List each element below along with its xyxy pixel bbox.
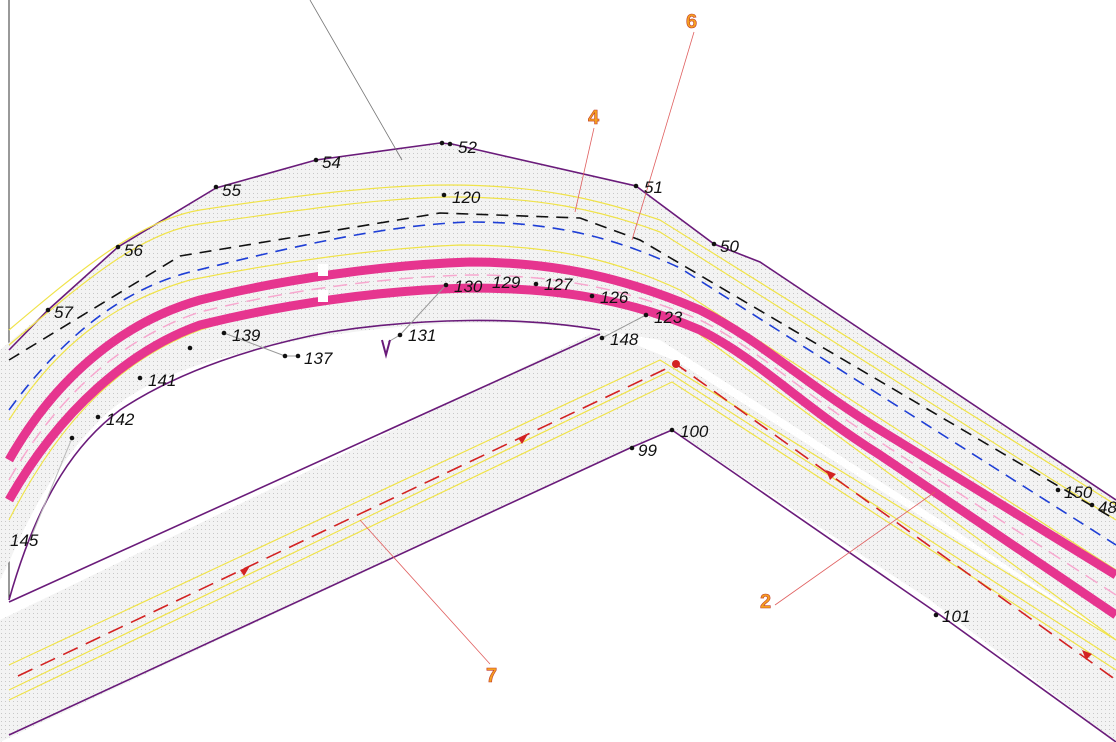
point-marker-150 (1055, 487, 1061, 493)
yellow-edge-line-2 (8, 196, 1116, 521)
point-marker-56 (115, 244, 121, 250)
lower-road-area (0, 330, 1116, 742)
callout-6: 6 (686, 11, 697, 33)
leader-line-6 (631, 31, 695, 241)
red-arrow-4 (1082, 650, 1092, 660)
point-marker-100 (669, 427, 675, 433)
point-marker-142b (69, 435, 75, 441)
label-126: 126 (600, 288, 629, 307)
lower-yellow-line-2 (8, 371, 1116, 691)
magenta-center-dash (8, 274, 1116, 596)
blue-dashed-line (8, 221, 1116, 546)
point-marker-148 (599, 335, 605, 341)
point-marker-137b (282, 353, 288, 359)
red-arrow-2 (518, 434, 528, 444)
gray-line-148-123 (601, 314, 647, 339)
label-50: 50 (720, 237, 739, 256)
label-150: 150 (1064, 483, 1093, 502)
point-marker-50 (711, 241, 717, 247)
label-52: 52 (458, 138, 477, 157)
white-mark-1 (318, 264, 328, 276)
point-marker-123 (643, 312, 649, 318)
label-139: 139 (232, 326, 261, 345)
point-marker-139 (221, 330, 227, 336)
lower-road-top-boundary (8, 333, 601, 603)
label-148: 148 (610, 330, 639, 349)
lower-yellow-line-1 (8, 359, 1116, 666)
label-145: 145 (10, 531, 39, 550)
point-marker-57 (45, 307, 51, 313)
point-marker-101 (933, 612, 939, 618)
leader-line-2 (774, 491, 936, 606)
label-120: 120 (452, 188, 481, 207)
magenta-band-upper (5, 257, 1116, 579)
survey-points (45, 140, 1095, 618)
red-vertex-marker (672, 360, 680, 368)
label-55: 55 (222, 181, 241, 200)
label-99: 99 (638, 441, 657, 460)
point-marker-54 (313, 157, 319, 163)
point-marker-51 (633, 183, 639, 189)
leader-line-4 (574, 127, 595, 213)
point-marker-130 (443, 282, 449, 288)
point-marker-141 (137, 375, 143, 381)
purple-mark-131 (381, 339, 391, 359)
label-101: 101 (942, 607, 970, 626)
label-141: 141 (148, 371, 176, 390)
point-marker-191 (187, 345, 193, 351)
label-100: 100 (680, 422, 709, 441)
label-51: 51 (644, 178, 663, 197)
point-marker-131 (397, 332, 403, 338)
label-142: 142 (106, 410, 135, 429)
callout-7: 7 (486, 665, 497, 687)
label-130: 130 (454, 277, 483, 296)
label-123: 123 (654, 308, 683, 327)
red-arrow-3 (826, 470, 836, 480)
label-54: 54 (322, 153, 341, 172)
point-marker-126 (589, 293, 595, 299)
label-56: 56 (124, 241, 143, 260)
gray-line-142-145 (29, 437, 73, 541)
gray-leader-top (309, 0, 403, 161)
curved-road-area (0, 143, 1116, 640)
point-marker-55 (213, 184, 219, 190)
red-arrow-1 (240, 566, 250, 576)
point-marker-137 (295, 353, 301, 359)
label-131: 131 (408, 326, 436, 345)
point-marker-52b (439, 140, 445, 146)
label-57: 57 (54, 303, 73, 322)
callout-4: 4 (588, 107, 600, 129)
inner-boundary-curve (8, 319, 601, 601)
label-137: 137 (304, 349, 333, 368)
label-127: 127 (544, 275, 573, 294)
magenta-band-lower (5, 283, 1116, 619)
point-marker-48 (1089, 502, 1095, 508)
point-marker-127 (533, 281, 539, 287)
label-48: 48 (1098, 498, 1116, 517)
label-129: 129 (492, 273, 521, 292)
leader-line-7 (359, 519, 491, 665)
white-mark-2 (318, 290, 328, 302)
point-marker-99 (629, 445, 635, 451)
point-marker-120 (441, 192, 447, 198)
black-dashed-line (8, 212, 1116, 521)
yellow-edge-line-1 (8, 184, 1116, 506)
point-marker-142 (95, 414, 101, 420)
yellow-edge-line-3 (8, 244, 1116, 571)
point-marker-52 (447, 141, 453, 147)
callout-2: 2 (760, 591, 771, 613)
